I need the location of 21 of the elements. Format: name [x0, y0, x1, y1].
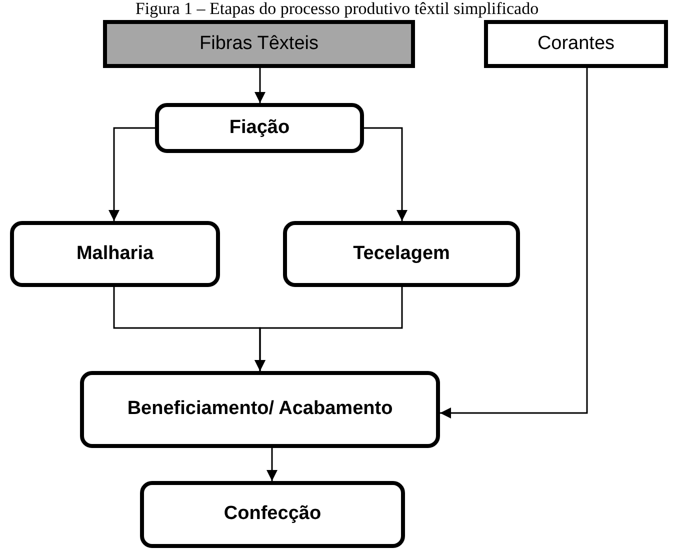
- process-box: [283, 221, 520, 287]
- step-label: Confecção: [224, 502, 322, 526]
- process-box: [10, 221, 220, 287]
- arrow: [364, 127, 408, 221]
- step-label: Tecelagem: [353, 242, 450, 266]
- arrow: [254, 68, 266, 103]
- figure-title: Figura 1 – Etapas do processo produtivo têxtil simplificado: [134, 0, 540, 18]
- step-label: Fiação: [229, 116, 290, 140]
- arrow: [254, 287, 403, 371]
- process-box: [155, 103, 364, 153]
- step-label: Corantes: [537, 32, 615, 56]
- process-box: [140, 481, 405, 548]
- step-label: Fibras Têxteis: [200, 32, 318, 56]
- arrow: [266, 448, 278, 481]
- arrow: [108, 127, 155, 221]
- arrow: [440, 68, 588, 418]
- process-box: [80, 371, 440, 448]
- step-label: Malharia: [76, 242, 154, 266]
- process-box: [484, 20, 668, 68]
- process-box: [103, 20, 415, 68]
- step-label: Beneficiamento/ Acabamento: [127, 397, 393, 422]
